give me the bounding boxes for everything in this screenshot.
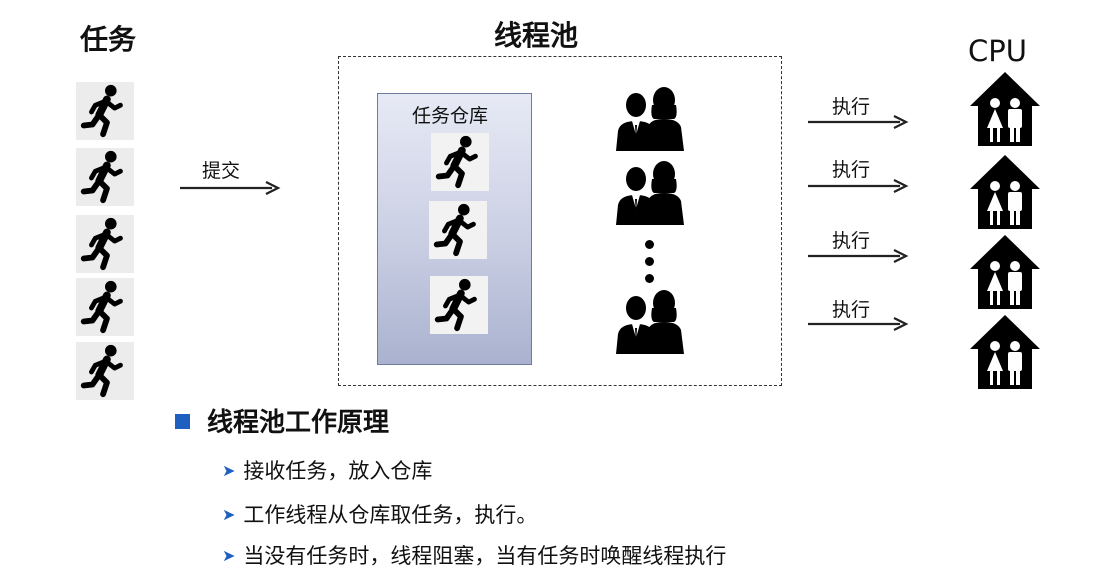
task-warehouse: 任务仓库: [377, 93, 532, 365]
principle-point: ➤ 工作线程从仓库取任务，执行。: [222, 499, 537, 529]
running-person-icon: [76, 215, 134, 273]
submit-label: 提交: [202, 160, 241, 182]
triangle-bullet-icon: ➤: [222, 546, 236, 565]
thread-pool-heading: 线程池: [494, 19, 579, 52]
running-person-icon: [431, 133, 489, 191]
principle-point-text: 当没有任务时，线程阻塞，当有任务时唤醒线程执行: [243, 544, 727, 568]
house-with-couple-icon: [968, 70, 1042, 148]
right-arrow-icon: [805, 178, 911, 194]
warehouse-label: 任务仓库: [412, 105, 489, 127]
principle-point-text: 工作线程从仓库取任务，执行。: [243, 503, 538, 527]
execute-label: 执行: [832, 96, 871, 118]
two-people-icon: [614, 157, 686, 225]
principle-point: ➤ 接收任务，放入仓库: [222, 455, 432, 485]
house-with-couple-icon: [968, 313, 1042, 391]
principle-title: 线程池工作原理: [207, 408, 390, 438]
two-people-icon: [614, 286, 686, 354]
right-arrow-icon: [176, 180, 284, 196]
cpu-heading: CPU: [968, 34, 1027, 68]
two-people-icon: [614, 83, 686, 151]
ellipsis-dot: [645, 274, 654, 283]
running-person-icon: [76, 278, 134, 336]
running-person-icon: [76, 342, 134, 400]
ellipsis-dot: [645, 240, 654, 249]
running-person-icon: [429, 201, 487, 259]
ellipsis-dot: [645, 257, 654, 266]
execute-label: 执行: [832, 230, 871, 252]
house-with-couple-icon: [968, 153, 1042, 231]
principle-point-text: 接收任务，放入仓库: [243, 459, 433, 483]
tasks-heading: 任务: [80, 23, 137, 56]
right-arrow-icon: [805, 316, 911, 332]
running-person-icon: [76, 82, 134, 140]
thread-pool-box: [338, 56, 782, 386]
running-person-icon: [76, 148, 134, 206]
house-with-couple-icon: [968, 233, 1042, 311]
triangle-bullet-icon: ➤: [222, 505, 236, 524]
execute-label: 执行: [832, 159, 871, 181]
right-arrow-icon: [805, 248, 911, 264]
running-person-icon: [430, 276, 488, 334]
square-bullet-icon: [175, 414, 190, 429]
triangle-bullet-icon: ➤: [222, 461, 236, 480]
execute-label: 执行: [832, 299, 871, 321]
principle-point: ➤ 当没有任务时，线程阻塞，当有任务时唤醒线程执行: [222, 540, 726, 570]
right-arrow-icon: [805, 114, 911, 130]
